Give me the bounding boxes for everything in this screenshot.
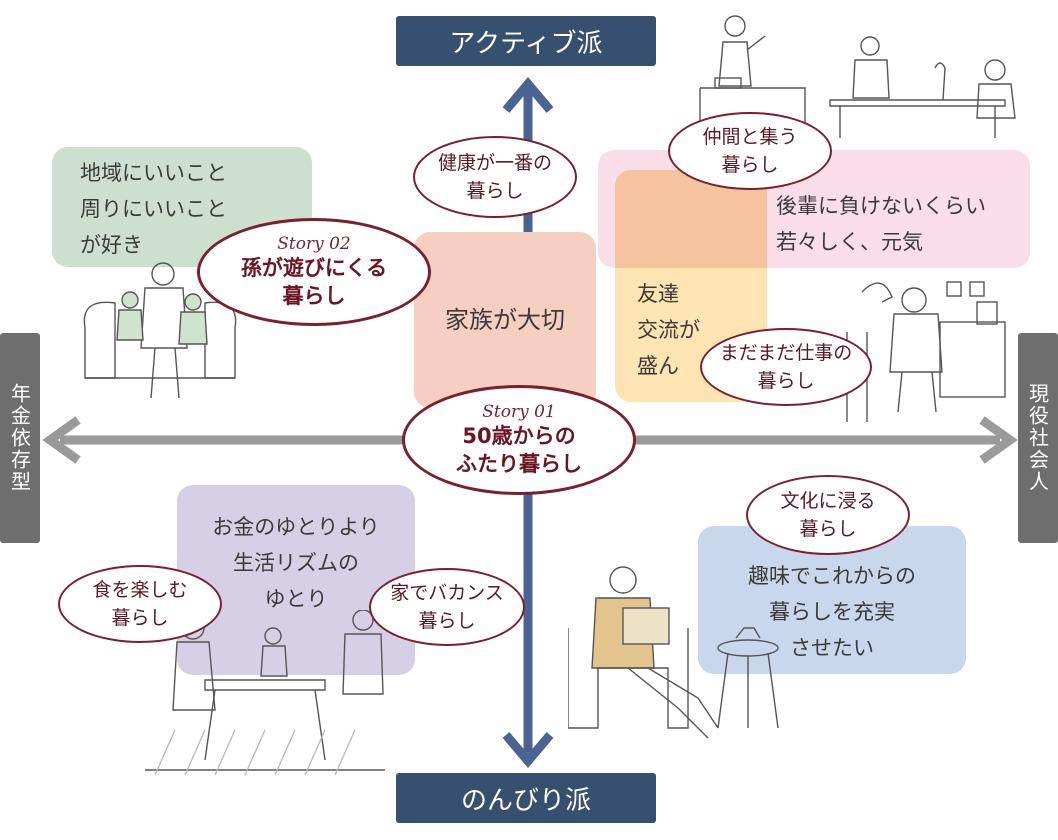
box-family: 家族が大切: [414, 232, 596, 408]
bubble-vacance: 家でバカンス 暮らし: [369, 568, 525, 646]
box-hobby-line-2: 暮らしを充実: [769, 600, 895, 624]
bubble-nakama-line-2: 暮らし: [721, 154, 779, 176]
box-friends-line-1: 友達: [637, 282, 679, 306]
bubble-nakama-line-1: 仲間と集う: [702, 126, 798, 148]
box-community-line-1: 地域にいいこと: [80, 161, 227, 185]
story-01-title-line-2: ふたり暮らし: [456, 452, 582, 476]
bubble-work-line-2: 暮らし: [757, 370, 815, 392]
bubble-vacance-line-2: 暮らし: [418, 610, 476, 632]
box-money-line-3: ゆとり: [264, 587, 328, 611]
bubble-food-line-1: 食を楽しむ: [92, 579, 188, 601]
story-01-bubble[interactable]: Story 01 50歳からの ふたり暮らし: [402, 385, 636, 495]
box-young-line-2: 若々しく、元気: [776, 230, 923, 254]
box-money-line-1: お金のゆとりより: [212, 515, 380, 539]
axis-label-working: 現役社会人: [1018, 333, 1058, 543]
story-02-bubble[interactable]: Story 02 孫が遊びにくる 暮らし: [197, 218, 431, 326]
story-02-title-line-2: 暮らし: [282, 284, 346, 308]
box-young-line-1: 後輩に負けないくらい: [776, 194, 986, 218]
story-01-title-line-1: 50歳からの: [462, 424, 576, 448]
axis-label-active: アクティブ派: [396, 16, 656, 66]
story-02-tag: Story 02: [277, 234, 351, 254]
box-friends-line-2: 交流が: [637, 318, 700, 342]
story-01-tag: Story 01: [482, 402, 556, 422]
bubble-culture-line-2: 暮らし: [799, 518, 857, 540]
family-meal-illustration: [145, 610, 385, 776]
bubble-vacance-line-1: 家でバカンス: [390, 582, 504, 604]
bubble-health: 健康が一番の 暮らし: [413, 136, 577, 218]
office-illustration: [846, 281, 1006, 422]
box-community-line-3: が好き: [80, 233, 143, 257]
grandparent-illustration: [83, 262, 237, 399]
bubble-work-line-1: まだまだ仕事の: [719, 342, 853, 364]
box-money: お金のゆとりより 生活リズムの ゆとり: [177, 485, 415, 675]
axis-label-relaxed: のんびり派: [396, 773, 656, 823]
bubble-health-line-1: 健康が一番の: [437, 152, 552, 174]
bubble-work: まだまだ仕事の 暮らし: [700, 328, 872, 406]
reading-illustration: [568, 566, 779, 739]
bubble-nakama: 仲間と集う 暮らし: [668, 112, 832, 190]
story-02-title-line-1: 孫が遊びにくる: [240, 256, 388, 280]
bubble-food-line-2: 暮らし: [111, 607, 169, 629]
bubble-health-line-2: 暮らし: [466, 180, 524, 202]
box-money-line-2: 生活リズムの: [233, 551, 359, 575]
box-community-line-2: 周りにいいこと: [80, 197, 227, 221]
bubble-culture-line-1: 文化に浸る: [780, 490, 876, 512]
box-hobby: 趣味でこれからの 暮らしを充実 させたい: [698, 526, 966, 674]
box-family-label: 家族が大切: [445, 306, 565, 334]
box-hobby-line-3: させたい: [790, 636, 874, 660]
bubble-food: 食を楽しむ 暮らし: [58, 565, 222, 643]
axis-label-pension: 年金依存型: [0, 333, 40, 543]
box-friends-line-3: 盛ん: [637, 354, 679, 378]
bubble-culture: 文化に浸る 暮らし: [746, 475, 910, 555]
box-hobby-line-1: 趣味でこれからの: [748, 564, 916, 588]
